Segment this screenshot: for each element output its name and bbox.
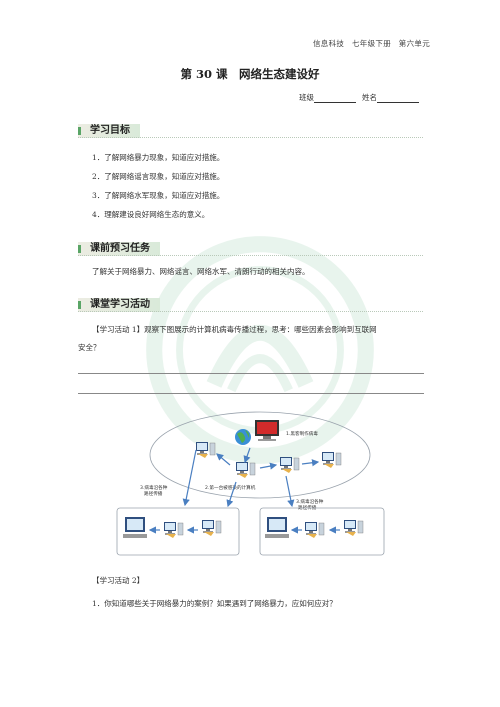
class-label: 班级 — [299, 93, 314, 102]
network-box-right — [259, 507, 385, 556]
label-spread-right-2: 路径传播 — [298, 504, 317, 511]
page-title: 第 30 课 网络生态建设好 — [180, 67, 320, 81]
header-subject: 信息科技 七年级下册 第六单元 — [313, 39, 430, 48]
label-spread-left-2: 路径传播 — [144, 490, 163, 497]
section-goals: 学习目标 — [78, 124, 423, 138]
label-spread-right-1: 3.病毒沿各种 — [296, 498, 324, 505]
activity2-title: 【学习活动 2】 — [92, 576, 145, 585]
section-title-activity: 课堂学习活动 — [78, 298, 160, 312]
monitor-icon — [265, 517, 289, 538]
label-first-infected: 2.第一台被感染的计算机 — [205, 484, 256, 491]
computer-icon — [195, 441, 216, 459]
activity2-question-1: 1．你知道哪些关于网络暴力的案例？如果遇到了网络暴力，应如何应对？ — [92, 599, 337, 608]
network-ellipse — [149, 411, 371, 499]
goal-item: 1．了解网络暴力现象，知道应对措施。 — [92, 153, 225, 162]
monitor-icon — [123, 517, 147, 538]
class-name-line: 班级 姓名 — [299, 92, 425, 103]
section-preview: 课前预习任务 — [78, 242, 423, 256]
label-hacker: 1.黑客制作病毒 — [286, 430, 318, 437]
virus-spread-diagram: 1.黑客制作病毒 2.第一台被感染的计算机 3.病毒沿各种 路径传播 3.病毒沿… — [116, 411, 385, 556]
label-spread-left-1: 3.病毒沿各种 — [140, 484, 168, 491]
computer-icon — [279, 456, 300, 474]
goal-item: 4．理解建设良好网络生态的意义。 — [92, 210, 210, 219]
answer-line[interactable] — [78, 393, 424, 394]
name-blank[interactable] — [377, 93, 419, 103]
activity1-line1: 【学习活动 1】观察下图展示的计算机病毒传播过程，思考：哪些因素会影响到互联网 — [92, 325, 377, 334]
computer-icon — [321, 451, 342, 469]
computer-icon — [304, 521, 325, 539]
section-title-preview: 课前预习任务 — [78, 242, 160, 256]
goal-item: 2．了解网络谣言现象，知道应对措施。 — [92, 172, 225, 181]
network-box-left — [116, 507, 240, 556]
computer-icon — [201, 519, 222, 537]
hacker-computer-icon — [255, 420, 279, 441]
computer-icon — [235, 461, 256, 479]
globe-icon — [235, 429, 251, 445]
goal-item: 3．了解网络水军现象，知道应对措施。 — [92, 191, 225, 200]
answer-line[interactable] — [78, 373, 424, 374]
activity1-line2: 安全？ — [78, 343, 101, 352]
section-title-goals: 学习目标 — [78, 124, 140, 138]
class-blank[interactable] — [314, 93, 356, 103]
name-label: 姓名 — [362, 93, 377, 102]
computer-icon — [163, 521, 184, 539]
computer-icon — [343, 519, 364, 537]
section-activity: 课堂学习活动 — [78, 298, 423, 312]
preview-text: 了解关于网络暴力、网络谣言、网络水军、清朗行动的相关内容。 — [92, 267, 310, 276]
